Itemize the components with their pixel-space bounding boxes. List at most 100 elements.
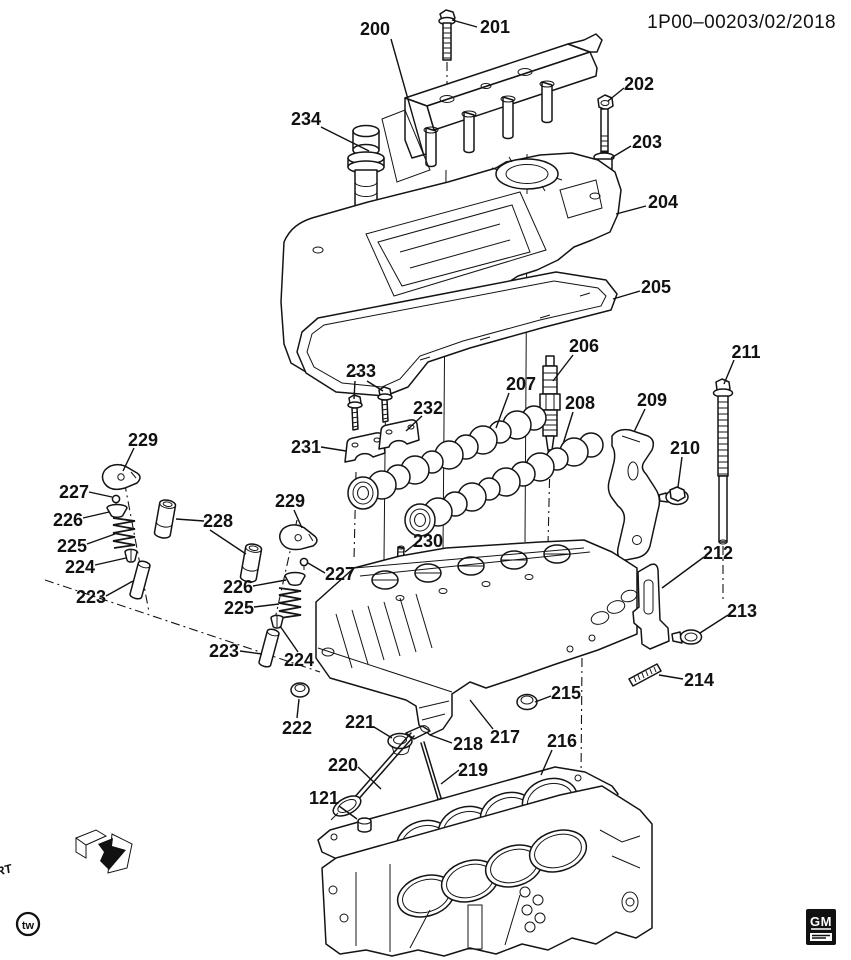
leader-line-221 <box>373 726 393 739</box>
callout-226: 226 <box>223 577 253 597</box>
callout-211: 211 <box>731 342 760 362</box>
leader-line-223 <box>105 580 134 597</box>
callout-209: 209 <box>637 390 667 410</box>
cylinder-head-217 <box>315 539 638 736</box>
leader-line-202 <box>607 87 625 102</box>
callout-208: 208 <box>565 393 595 413</box>
bolt-202 <box>597 94 614 153</box>
dowel-121 <box>357 817 372 833</box>
callout-219: 219 <box>458 760 488 780</box>
doc-number: 1P00–002 <box>647 12 737 33</box>
bracket-209 <box>607 428 661 561</box>
leader-line-211 <box>723 359 735 385</box>
valve-220 <box>330 732 415 821</box>
leader-line-220 <box>357 766 382 790</box>
callout-200: 200 <box>360 19 390 39</box>
callout-229: 229 <box>128 430 158 450</box>
callout-216: 216 <box>547 731 577 751</box>
leader-line-229 <box>122 447 135 472</box>
callout-223: 223 <box>209 641 239 661</box>
callout-233: 233 <box>346 361 376 381</box>
leader-line-206 <box>552 354 574 382</box>
leader-line-226 <box>252 579 287 587</box>
leader-line-216 <box>540 749 553 776</box>
leader-line-224 <box>279 625 299 653</box>
leader-line-209 <box>633 408 646 433</box>
cover-gasket-205 <box>296 271 618 397</box>
callout-232: 232 <box>413 398 443 418</box>
engine-block <box>321 785 653 957</box>
leader-line-121 <box>338 805 358 820</box>
bolt-211 <box>712 378 734 545</box>
callout-221: 221 <box>345 712 375 732</box>
leader-line-232 <box>405 415 423 432</box>
callout-210: 210 <box>670 438 700 458</box>
bolt-233b <box>377 386 393 423</box>
leader-line-218 <box>429 734 453 744</box>
leader-line-224 <box>94 557 127 566</box>
spark-plug-206 <box>539 355 561 457</box>
callout-222: 222 <box>282 718 312 738</box>
block-bores <box>396 829 588 918</box>
bolt-210 <box>658 486 689 506</box>
callout-228: 228 <box>203 511 233 531</box>
gm-logo: GM <box>806 909 836 945</box>
callout-234: 234 <box>291 109 321 129</box>
artist-mark: tw <box>15 911 41 937</box>
leader-line-207 <box>495 392 510 429</box>
plug-222 <box>290 682 310 698</box>
leader-line-200 <box>390 38 425 157</box>
bracket-212 <box>632 563 670 650</box>
bolt-233a <box>347 394 363 431</box>
callout-203: 203 <box>632 132 662 152</box>
plug-215 <box>516 693 538 711</box>
stud-214 <box>628 663 662 687</box>
callout-218: 218 <box>453 734 483 754</box>
leader-line-228 <box>209 529 247 555</box>
callout-207: 207 <box>506 374 536 394</box>
callout-225: 225 <box>224 598 254 618</box>
callout-227: 227 <box>325 564 355 584</box>
leader-line-228 <box>175 518 205 522</box>
leader-line-203 <box>610 145 632 159</box>
callout-223: 223 <box>76 587 106 607</box>
leader-line-208 <box>562 411 574 445</box>
leader-line-234 <box>320 126 370 152</box>
frt-arrow-icon: FRT <box>0 829 133 881</box>
callout-205: 205 <box>641 277 671 297</box>
valve-keeper-218 <box>405 725 431 740</box>
frt-label: FRT <box>0 861 13 881</box>
leader-line-223 <box>239 650 263 655</box>
leader-line-233 <box>353 380 356 400</box>
callout-231: 231 <box>291 437 321 457</box>
bolt-201 <box>438 9 456 61</box>
leader-line-230 <box>404 543 416 553</box>
leader-line-233 <box>366 380 384 392</box>
leader-line-226 <box>82 511 110 519</box>
leader-line-215 <box>534 695 552 703</box>
callout-227: 227 <box>59 482 89 502</box>
leader-line-210 <box>677 456 683 488</box>
leader-line-219 <box>440 769 460 785</box>
callout-202: 202 <box>624 74 654 94</box>
camshaft-208 <box>404 432 604 537</box>
artist-mark-text: tw <box>22 920 35 932</box>
gm-logo-text: GM <box>810 914 832 929</box>
leader-line-231 <box>320 446 347 452</box>
leader-line-225 <box>86 533 116 545</box>
leader-line-213 <box>699 614 729 634</box>
callout-213: 213 <box>727 601 757 621</box>
valve-train-set-1 <box>101 463 177 601</box>
leader-line-205 <box>612 290 641 300</box>
callout-212: 212 <box>703 543 733 563</box>
callout-229: 229 <box>275 491 305 511</box>
bolt-213 <box>671 629 703 645</box>
camshaft-207 <box>347 405 547 510</box>
callout-217: 217 <box>490 727 520 747</box>
callout-215: 215 <box>551 683 581 703</box>
leader-line-222 <box>296 698 300 719</box>
callout-201: 201 <box>480 17 510 37</box>
callout-214: 214 <box>684 670 714 690</box>
